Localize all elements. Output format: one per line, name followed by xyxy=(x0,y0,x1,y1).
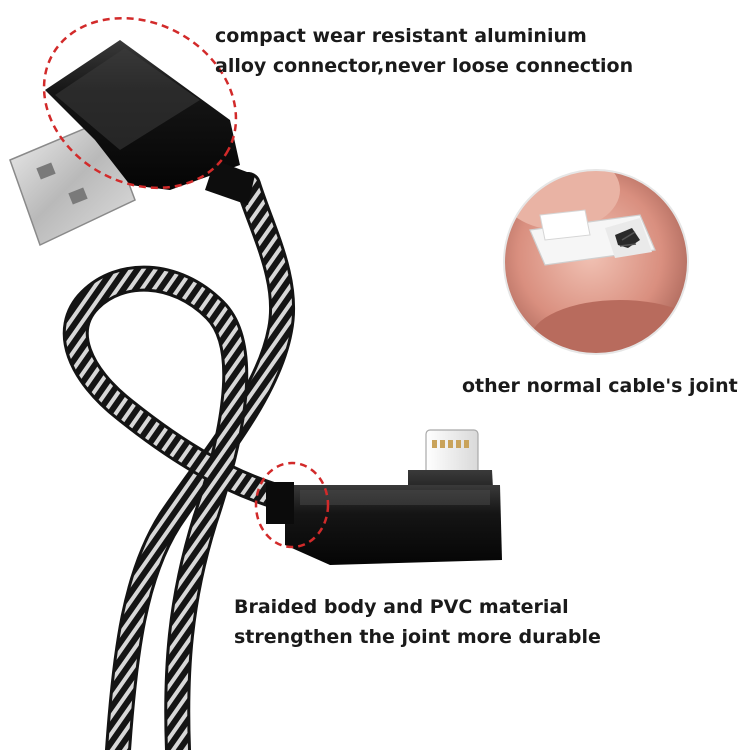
comparison-caption: other normal cable's joint xyxy=(462,372,738,400)
braided-cable xyxy=(62,172,303,750)
highlight-ring-bottom xyxy=(254,461,330,549)
comparison-caption-text: other normal cable's joint xyxy=(462,375,738,397)
connector-caption-line-2: alloy connector,never loose connection xyxy=(215,55,634,77)
connector-caption: compact wear resistant aluminium alloy c… xyxy=(215,21,633,81)
highlight-ring-top xyxy=(42,16,238,190)
lightning-connector xyxy=(266,429,502,565)
body-caption: Braided body and PVC material strengthen… xyxy=(234,592,601,652)
body-caption-line-1: Braided body and PVC material xyxy=(234,596,569,618)
body-caption-line-2: strengthen the joint more durable xyxy=(234,626,601,648)
connector-caption-line-1: compact wear resistant aluminium xyxy=(215,25,587,47)
usb-connector xyxy=(9,40,255,247)
inset-broken-cable xyxy=(504,170,688,354)
inset-frame xyxy=(503,169,689,355)
